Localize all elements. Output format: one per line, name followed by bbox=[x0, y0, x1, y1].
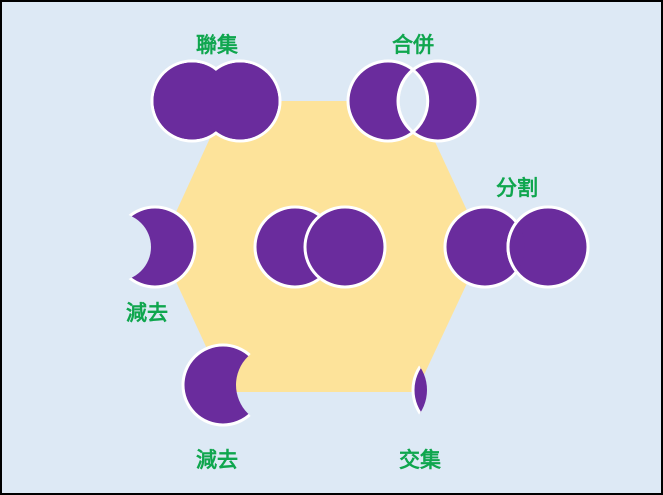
combine-label: 合併 bbox=[392, 33, 434, 57]
fragment-shape bbox=[443, 205, 590, 289]
subtract-left-shape bbox=[113, 205, 197, 289]
subtract-bottom-shape bbox=[181, 343, 265, 427]
union-label: 聯集 bbox=[196, 33, 239, 57]
combine-shape bbox=[346, 59, 480, 143]
subtract-bottom-label: 減去 bbox=[196, 448, 238, 472]
union-shape bbox=[150, 59, 282, 143]
subtract-left-label: 減去 bbox=[126, 301, 168, 325]
intersect-shape bbox=[411, 348, 427, 432]
fragment-label: 分割 bbox=[496, 176, 538, 200]
center-overlap-shape bbox=[253, 205, 387, 289]
intersect-label: 交集 bbox=[399, 448, 442, 472]
